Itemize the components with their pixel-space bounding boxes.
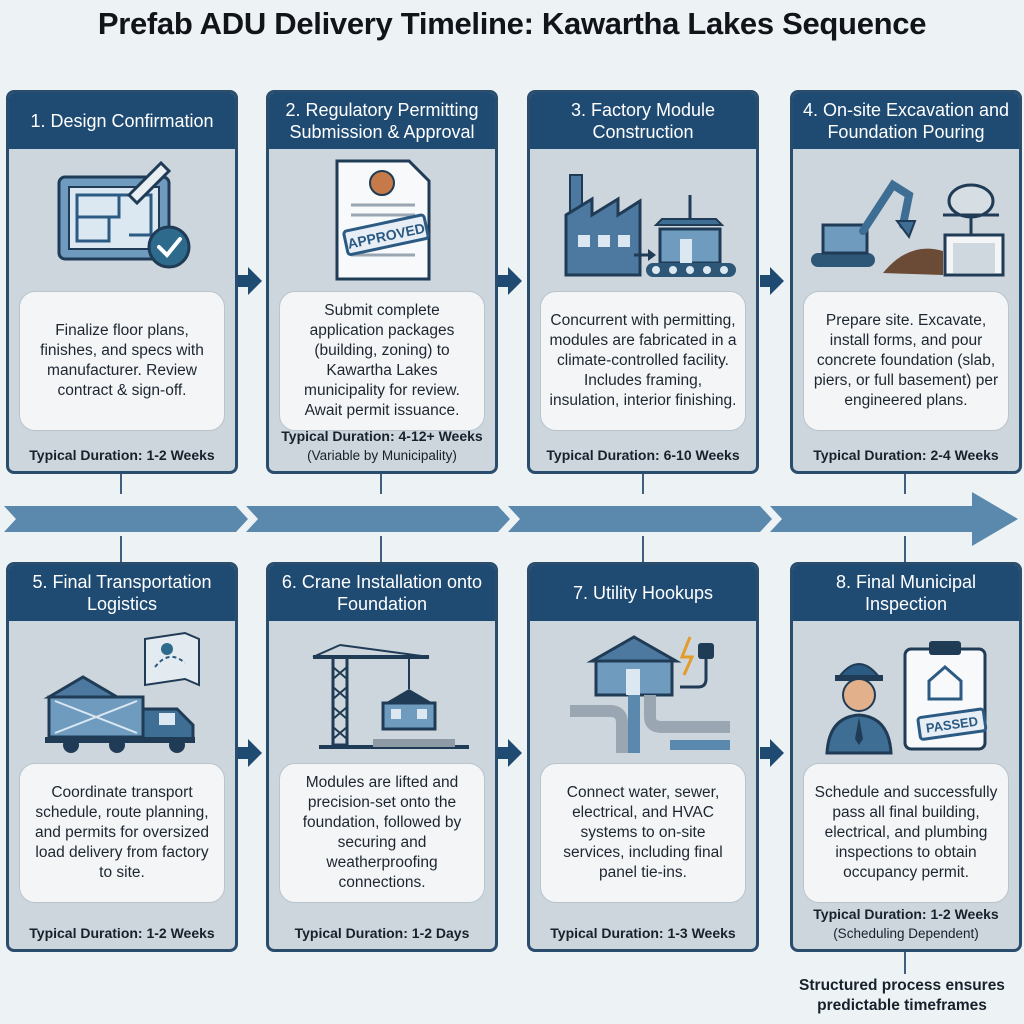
next-arrow-icon <box>238 739 262 767</box>
step-card-1: 1. Design Confirmation Finalize floor pl… <box>6 90 238 474</box>
step-card-6: 6. Crane Installation onto Foundation Mo… <box>266 562 498 952</box>
next-arrow-icon <box>760 267 784 295</box>
step-card-4: 4. On-site Excavation and Foundation Pou… <box>790 90 1022 474</box>
connector-line <box>380 474 382 494</box>
timeline-arrow <box>4 492 1018 546</box>
next-arrow-icon <box>238 267 262 295</box>
step-title: 3. Factory Module Construction <box>530 93 756 149</box>
step-card-3: 3. Factory Module Construction Concurren… <box>527 90 759 474</box>
duration-note: (Variable by Municipality) <box>307 448 457 463</box>
next-arrow-icon <box>760 739 784 767</box>
step-title: 5. Final Transportation Logistics <box>9 565 235 621</box>
step-description: Prepare site. Excavate, install forms, a… <box>803 291 1009 431</box>
factory-module-icon <box>530 155 756 285</box>
step-duration: Typical Duration: 1-2 Weeks <box>29 925 215 941</box>
next-arrow-icon <box>498 739 522 767</box>
step-title: 2. Regulatory Permitting Submission & Ap… <box>269 93 495 149</box>
step-title: 8. Final Municipal Inspection <box>793 565 1019 621</box>
connector-line <box>642 536 644 562</box>
excavator-mixer-icon <box>793 155 1019 285</box>
step-duration: Typical Duration: 2-4 Weeks <box>813 447 999 463</box>
connector-line <box>904 474 906 494</box>
step-description: Modules are lifted and precision-set ont… <box>279 763 485 903</box>
connector-line <box>642 474 644 494</box>
step-card-8: 8. Final Municipal Inspection PASSED Sch… <box>790 562 1022 952</box>
step-duration: Typical Duration: 1-2 Weeks (Scheduling … <box>793 905 1019 943</box>
step-card-5: 5. Final Transportation Logistics Coordi… <box>6 562 238 952</box>
step-duration: Typical Duration: 4-12+ Weeks (Variable … <box>269 427 495 465</box>
connector-line <box>120 536 122 562</box>
connector-line <box>380 536 382 562</box>
crane-icon <box>269 627 495 757</box>
step-duration: Typical Duration: 6-10 Weeks <box>546 447 740 463</box>
step-description: Schedule and successfully pass all final… <box>803 763 1009 903</box>
utility-pipes-icon <box>530 627 756 757</box>
duration-note: (Scheduling Dependent) <box>833 926 979 941</box>
step-description: Connect water, sewer, electrical, and HV… <box>540 763 746 903</box>
step-description: Coordinate transport schedule, route pla… <box>19 763 225 903</box>
step-duration: Typical Duration: 1-2 Weeks <box>29 447 215 463</box>
step-card-7: 7. Utility Hookups Connect water, sewer,… <box>527 562 759 952</box>
connector-line <box>904 536 906 562</box>
step-card-2: 2. Regulatory Permitting Submission & Ap… <box>266 90 498 474</box>
step-description: Finalize floor plans, finishes, and spec… <box>19 291 225 431</box>
step-title: 7. Utility Hookups <box>530 565 756 621</box>
connector-line <box>120 474 122 494</box>
step-description: Submit complete application packages (bu… <box>279 291 485 431</box>
connector-line <box>904 950 906 974</box>
truck-route-icon <box>9 627 235 757</box>
step-duration: Typical Duration: 1-2 Days <box>294 925 470 941</box>
passed-stamp: PASSED <box>925 714 979 736</box>
page-title: Prefab ADU Delivery Timeline: Kawartha L… <box>97 6 927 41</box>
step-description: Concurrent with permitting, modules are … <box>540 291 746 431</box>
step-title: 1. Design Confirmation <box>9 93 235 149</box>
step-duration: Typical Duration: 1-3 Weeks <box>550 925 736 941</box>
step-title: 6. Crane Installation onto Foundation <box>269 565 495 621</box>
approved-document-icon: APPROVED <box>269 155 495 285</box>
inspector-clipboard-icon: PASSED <box>793 627 1019 757</box>
blueprint-check-icon <box>9 155 235 285</box>
next-arrow-icon <box>498 267 522 295</box>
footer-note: Structured process ensures predictable t… <box>799 977 1005 1014</box>
step-title: 4. On-site Excavation and Foundation Pou… <box>793 93 1019 149</box>
